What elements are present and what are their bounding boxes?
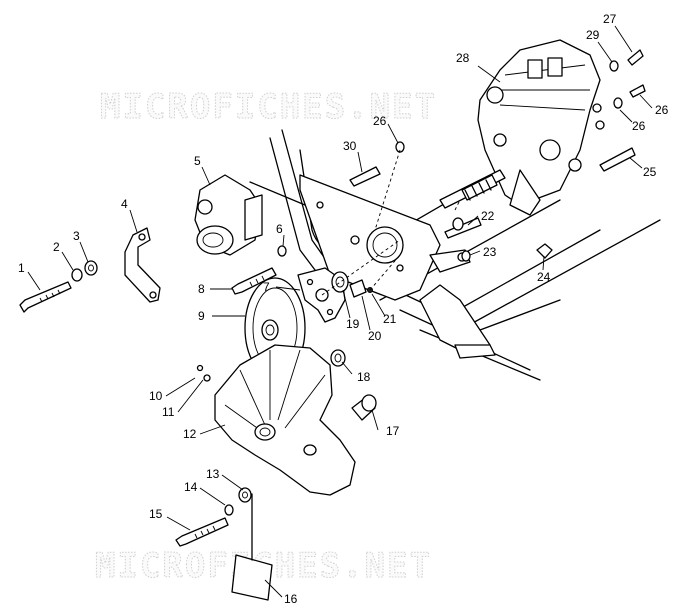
callout-6: 6 [276, 222, 283, 236]
bushing-18 [330, 349, 346, 367]
callout-9: 9 [198, 309, 205, 323]
belt-guard-12 [196, 344, 356, 496]
callout-4: 4 [121, 197, 128, 211]
bolt-8 [231, 267, 277, 295]
callout-2: 2 [53, 240, 60, 254]
leader-lines [27, 25, 653, 598]
shroud-rear [419, 284, 496, 359]
callout-12: 12 [183, 427, 197, 441]
callout-3: 3 [73, 229, 80, 243]
callout-17: 17 [386, 424, 400, 438]
starter-motor [194, 174, 306, 256]
small-parts-19-21 [321, 239, 401, 298]
callout-18: 18 [357, 370, 371, 384]
mounting-plate [299, 174, 471, 301]
callout-labels: 1 2 3 4 5 6 7 8 9 10 11 12 13 14 15 16 1… [18, 12, 669, 606]
watermark-top: MICROFICHES.NET [100, 87, 437, 127]
washer-6 [277, 245, 287, 257]
callout-5: 5 [194, 154, 201, 168]
callout-21: 21 [383, 312, 397, 326]
spacer-17 [351, 394, 377, 421]
callout-23: 23 [483, 245, 497, 259]
callout-22: 22 [481, 209, 495, 223]
callout-24: 24 [537, 270, 551, 284]
callout-14: 14 [184, 480, 198, 494]
drive-shaft [439, 169, 506, 209]
callout-8: 8 [198, 282, 205, 296]
callout-1: 1 [18, 261, 25, 275]
callout-11: 11 [162, 405, 175, 419]
callout-26-lower: 26 [632, 119, 646, 133]
callout-20: 20 [368, 329, 382, 343]
callout-13: 13 [206, 467, 220, 481]
bracket [124, 227, 161, 303]
callout-19: 19 [346, 317, 360, 331]
callout-7: 7 [263, 280, 270, 294]
callout-28: 27 [603, 12, 617, 26]
engine-assembly [477, 39, 605, 216]
callout-27: 26 [655, 103, 669, 117]
callout-15: 15 [149, 507, 163, 521]
callout-26-upper: 29 [586, 28, 600, 42]
bolt-1 [19, 260, 98, 313]
callout-26-middle: 26 [373, 114, 387, 128]
callout-30: 30 [343, 139, 357, 153]
bolt-15-set [175, 487, 252, 547]
callout-25: 25 [643, 165, 657, 179]
callout-29: 28 [456, 51, 470, 65]
callout-16: 16 [284, 592, 298, 606]
engine-fasteners [349, 49, 646, 262]
decal-16 [231, 493, 273, 601]
callout-10: 10 [149, 389, 163, 403]
